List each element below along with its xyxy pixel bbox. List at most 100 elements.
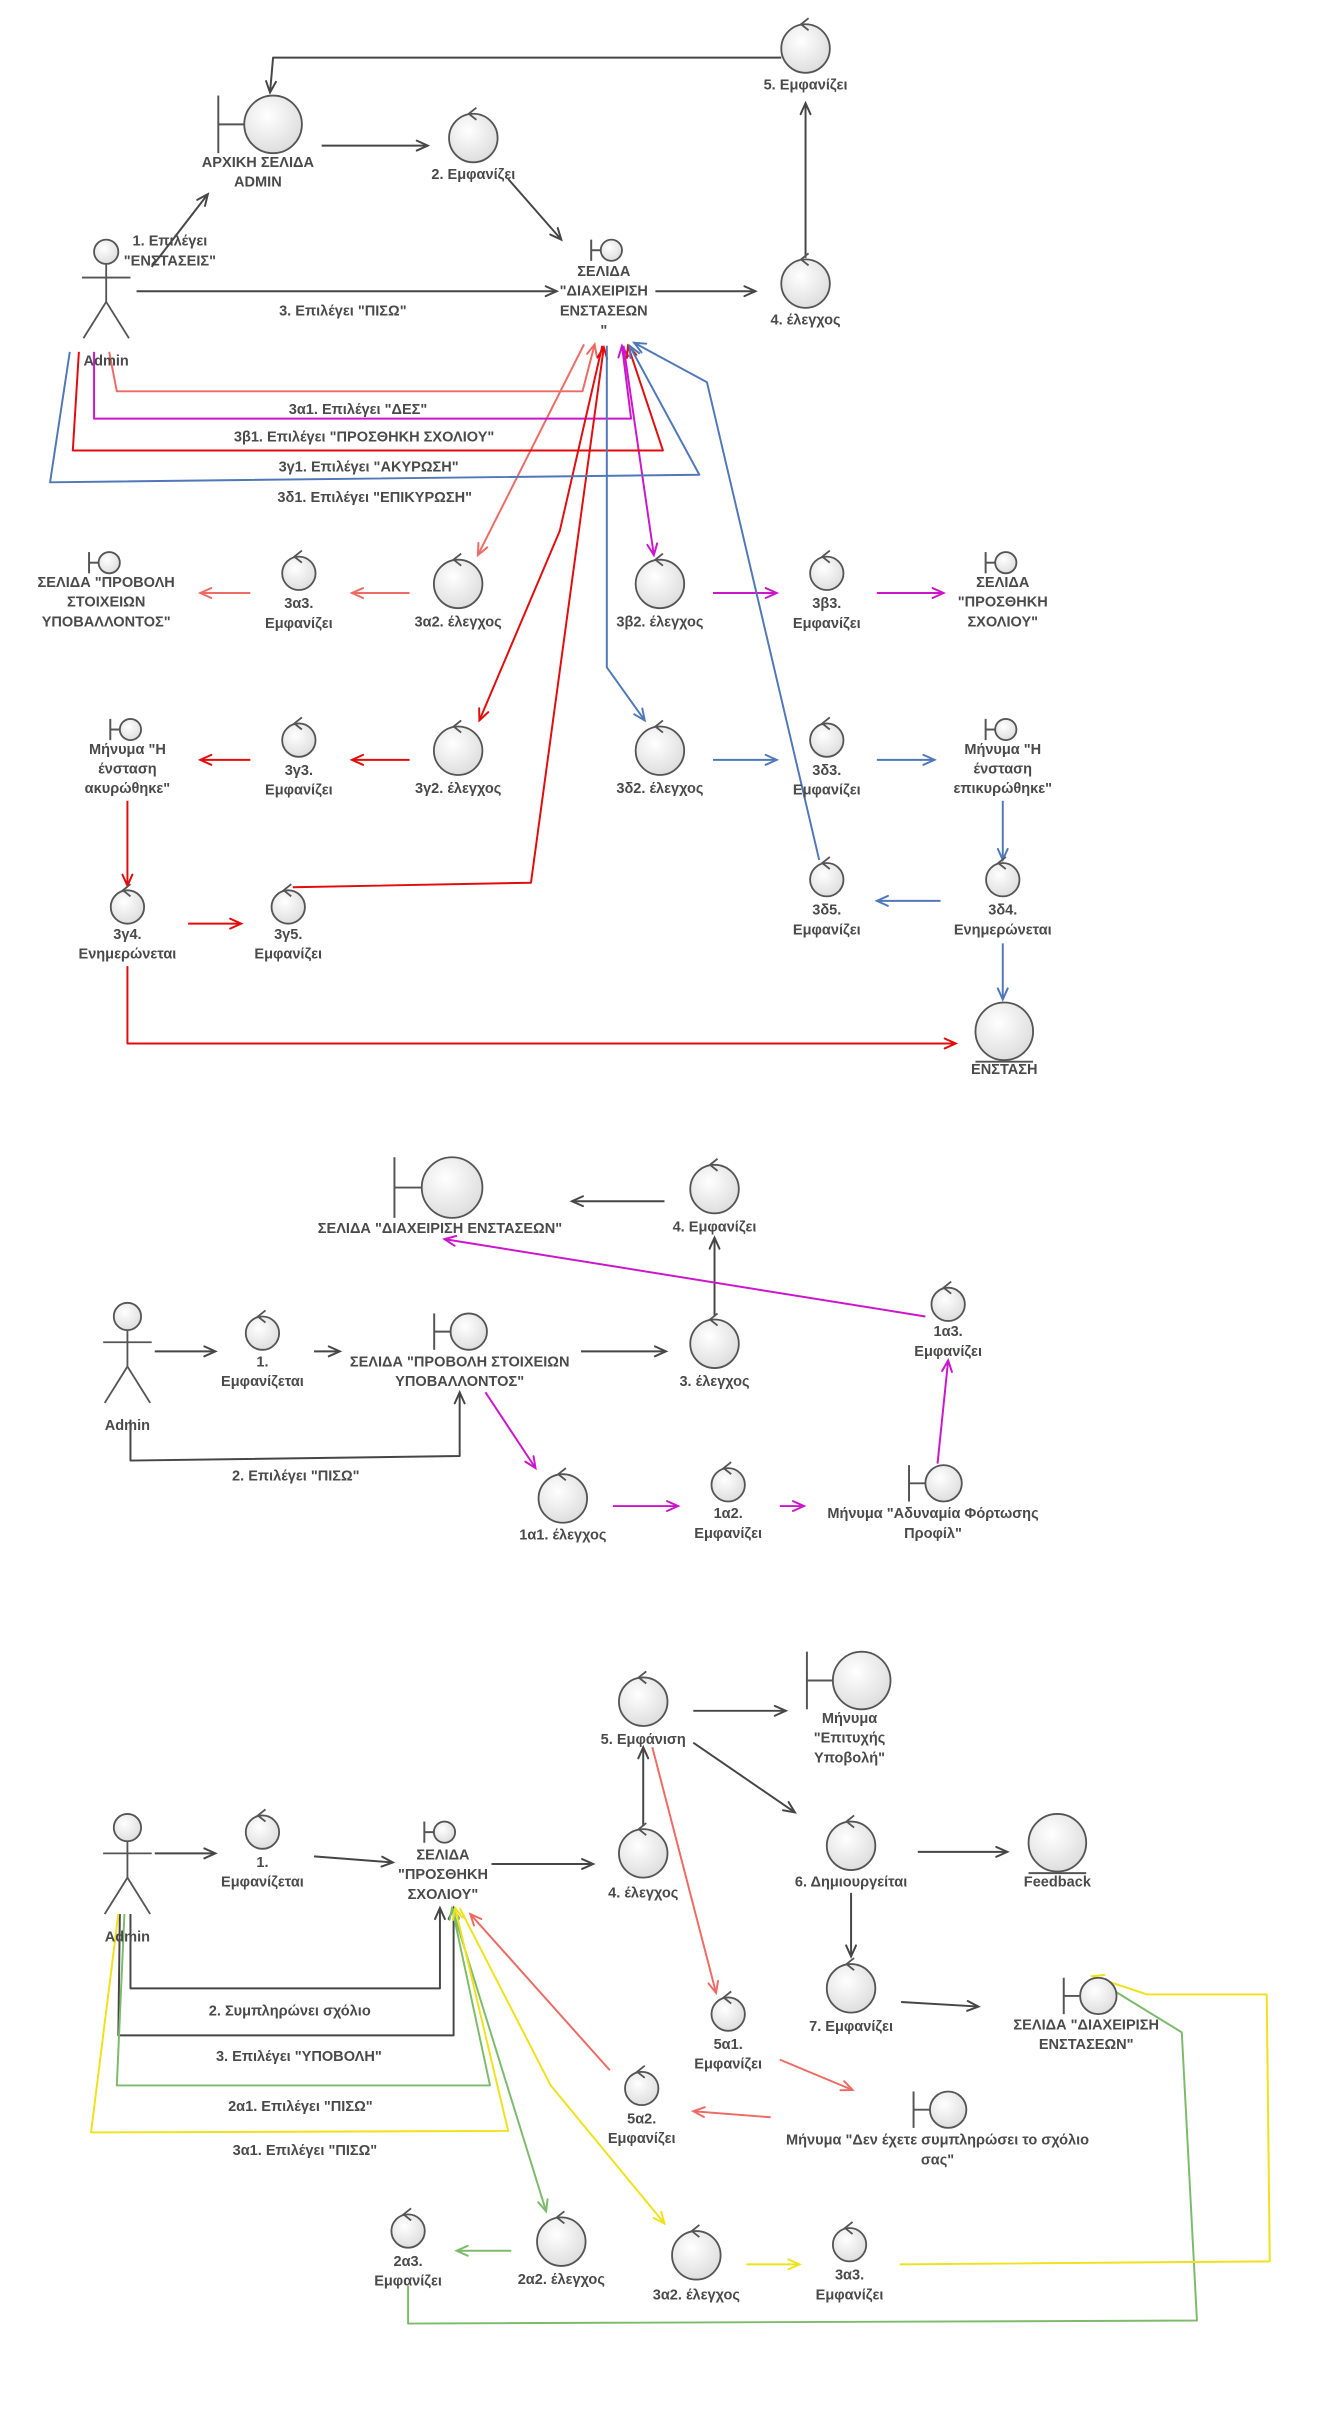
- diagram3-flow-label-a31: 3α1. Επιλέγει "ΠΙΣΩ": [233, 2143, 378, 2159]
- node-label: 2α3.: [393, 2254, 422, 2270]
- arrowhead-icon: [203, 1847, 218, 1860]
- node-label: 6. Δημιουργείται: [795, 1875, 907, 1891]
- diagram3-flow-label-e2: 2. Συμπληρώνει σχόλιο: [209, 2004, 371, 2020]
- flow-arrow-black: [154, 1847, 218, 1860]
- diagram1-home-node: ΑΡΧΙΚΗ ΣΕΛΙΔΑ ADMIN: [202, 94, 315, 191]
- control-icon: [780, 252, 831, 309]
- arrowhead-icon: [931, 587, 947, 599]
- arrowhead-icon: [652, 2210, 667, 2226]
- node-label: 1α3.: [934, 1324, 963, 1340]
- flow-label: 2α1. Επιλέγει "ΠΙΣΩ": [228, 2099, 373, 2115]
- arrowhead-icon: [653, 1345, 669, 1358]
- flow-label: 2. Συμπληρώνει σχόλιο: [209, 2004, 371, 2020]
- diagram3-a33-node: 3α3.Εμφανίζει: [816, 2221, 883, 2303]
- node-label: Μήνυμα: [822, 1711, 877, 1727]
- control-arrow-icon: [256, 1309, 267, 1324]
- arrowhead-icon: [197, 587, 213, 599]
- node-label: ακυρώθηκε": [85, 781, 170, 797]
- control-icon: [689, 1312, 740, 1369]
- flow-line: [71, 345, 664, 452]
- flow-line: [469, 1913, 611, 2071]
- control-arrow-icon: [452, 552, 462, 567]
- diagram3-a22-node: 2α2. έλεγχος: [518, 2210, 605, 2288]
- control-icon: [671, 2224, 722, 2281]
- diagram1-a3-node: 3α3.Εμφανίζει: [265, 549, 333, 632]
- flow-arrow-salmon: [779, 2058, 855, 2092]
- node-label: 3δ5.: [812, 903, 841, 919]
- control-icon: [432, 552, 484, 610]
- flow-arrow-blue: [996, 943, 1009, 1002]
- flow-arrow-black: [314, 1345, 343, 1358]
- arrowhead-icon: [764, 753, 780, 766]
- flow-line: [651, 1746, 717, 1994]
- flow-arrow-magenta: [442, 1235, 926, 1318]
- node-label: Εμφανίζει: [793, 783, 861, 799]
- diagram1-c4-node: 4. έλεγχος: [770, 252, 841, 329]
- flow-arrow-black: [799, 100, 812, 258]
- entity-icon: [1027, 1813, 1088, 1875]
- arrowhead-icon: [569, 1195, 584, 1208]
- control-arrow-icon: [722, 1990, 732, 2005]
- flow-arrow-red: [121, 800, 134, 889]
- node-label: 3α3.: [284, 596, 313, 612]
- diagram3-c1-node: 1.Εμφανίζεται: [221, 1808, 304, 1891]
- control-icon: [809, 549, 845, 591]
- flow-line: [129, 1907, 441, 1990]
- boundary-icon: [423, 1820, 457, 1844]
- diagram1-a2-node: 3α2. έλεγχος: [415, 552, 502, 630]
- flow-label: 1. Επιλέγει: [133, 234, 208, 250]
- node-label: 3β3.: [812, 596, 841, 612]
- control-icon: [244, 1309, 281, 1351]
- flow-line: [108, 344, 596, 393]
- control-icon: [689, 1158, 740, 1215]
- flow-arrow-black: [569, 1195, 665, 1208]
- flow-label: 3γ1. Επιλέγει "ΑΚΥΡΩΣΗ": [279, 460, 459, 476]
- diagram1-d3-node: 3δ3.Εμφανίζει: [793, 716, 861, 799]
- control-arrow-icon: [556, 1467, 567, 1481]
- node-label: 4. έλεγχος: [770, 313, 840, 329]
- flow-arrow-black: [845, 1892, 857, 1959]
- flow-line: [478, 345, 604, 721]
- control-icon: [109, 883, 146, 925]
- node-label: Εμφανίζει: [793, 922, 861, 938]
- node-label: Εμφανίζει: [793, 616, 861, 632]
- node-label: ΣΕΛΙΔΑ "ΠΡΟΒΟΛΗ: [38, 575, 175, 591]
- control-arrow-icon: [555, 2210, 565, 2225]
- node-label: 5α2.: [627, 2111, 656, 2127]
- diagram3-a51-node: 5α1.Εμφανίζει: [694, 1990, 762, 2073]
- flow-line: [484, 1391, 537, 1469]
- diagram3-a32-node: 3α2. έλεγχος: [653, 2224, 740, 2303]
- control-arrow-icon: [292, 716, 303, 731]
- node-label: 1α1. έλεγχος: [519, 1527, 606, 1543]
- boundary-icon: [433, 1312, 488, 1351]
- diagram2-c4-node: 4. Εμφανίζει: [673, 1158, 756, 1236]
- flow-label: 2. Επιλέγει "ΠΙΣΩ": [232, 1468, 360, 1484]
- node-label: Μήνυμα "Αδυναμία Φόρτωσης: [827, 1506, 1038, 1522]
- diagram3-c6-node: 6. Δημιουργείται: [795, 1814, 907, 1891]
- control-icon: [270, 883, 306, 925]
- control-arrow-icon: [402, 2207, 412, 2222]
- flow-arrow-black: [136, 285, 560, 298]
- flow-line: [779, 2058, 853, 2091]
- node-label: ΥΠΟΒΑΛΛΟΝΤΟΣ": [42, 614, 171, 630]
- actor-icon: [81, 238, 131, 339]
- control-arrow-icon: [467, 106, 477, 121]
- node-label: επικυρώθηκε": [953, 781, 1052, 797]
- node-label: ΑΡΧΙΚΗ ΣΕΛΙΔΑ: [202, 155, 315, 171]
- flow-label: 3α1. Επιλέγει "ΠΙΣΩ": [233, 2143, 378, 2159]
- node-label: 1.: [256, 1355, 268, 1371]
- arrowhead-icon: [966, 1999, 981, 2012]
- control-icon: [985, 856, 1021, 898]
- diagram1-flow-label-g1: 3γ1. Επιλέγει "ΑΚΥΡΩΣΗ": [279, 460, 459, 476]
- arrowhead-icon: [454, 2244, 469, 2257]
- node-label: σας": [921, 2152, 954, 2168]
- node-label: ΕΝΣΤΑΣΗ: [971, 1062, 1037, 1078]
- control-arrow-icon: [256, 1808, 267, 1823]
- diagram1-c2-node: 2. Εμφανίζει: [431, 106, 515, 183]
- diagram1-b3-node: 3β3. Εμφανίζει: [793, 549, 861, 632]
- flow-arrow-black: [507, 178, 563, 242]
- node-label: ADMIN: [234, 175, 282, 191]
- actor-icon: [103, 1813, 152, 1915]
- actor-icon: [103, 1301, 152, 1404]
